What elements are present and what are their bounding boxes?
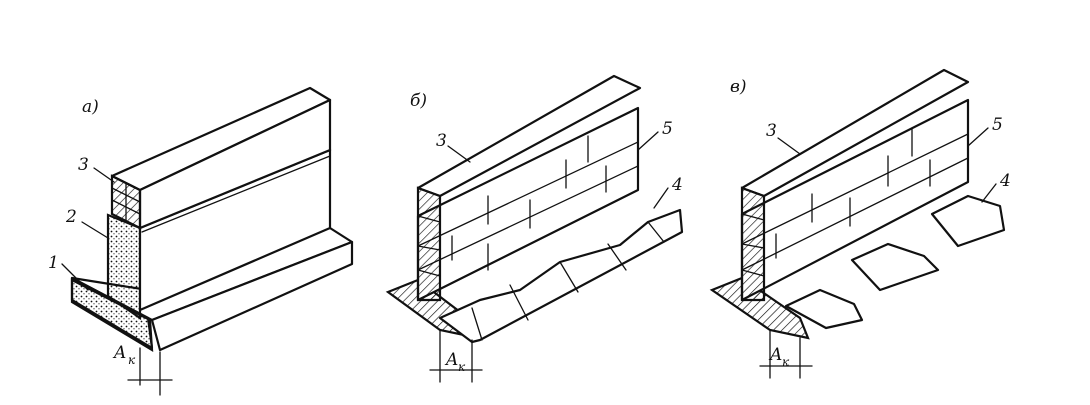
panel-b-cap-end — [416, 186, 442, 302]
panel-c-pad-1 — [784, 288, 864, 330]
panel-a-letter: а) — [82, 97, 99, 117]
panel-a-callout-1: 1 — [48, 253, 59, 273]
panel-c-callout-3: 3 — [766, 121, 777, 141]
panel-b-callout-4: 4 — [671, 175, 683, 195]
panel-b: б) 3 5 4 A к — [385, 74, 684, 383]
panel-c-callout-5: 5 — [992, 115, 1003, 135]
panel-b-callout-3: 3 — [436, 131, 447, 151]
panel-c-dim-label: A — [768, 345, 782, 365]
panel-c-letter: в) — [730, 77, 747, 97]
panel-a: а) 1 2 3 A к — [48, 86, 354, 396]
panel-b-dim-label: A — [444, 350, 458, 370]
panel-c-base-section — [709, 276, 810, 340]
panel-a-footing-side — [150, 240, 354, 352]
panel-b-letter: б) — [410, 91, 427, 111]
panel-c-callout-4: 4 — [999, 171, 1011, 191]
panel-b-dim-sub: к — [458, 360, 466, 374]
panel-b-callout-5: 5 — [662, 119, 673, 139]
panel-c-pad-2 — [850, 242, 940, 292]
panel-c-dim-sub: к — [782, 355, 790, 369]
panel-a-dim-label: A — [112, 343, 126, 363]
panel-a-callout-2: 2 — [65, 207, 77, 227]
panel-a-callout-3: 3 — [78, 155, 89, 175]
panel-a-dim-sub: к — [128, 353, 136, 367]
panel-c-pad-3 — [930, 194, 1006, 248]
panel-c: в) 3 5 4 A к — [709, 68, 1011, 379]
